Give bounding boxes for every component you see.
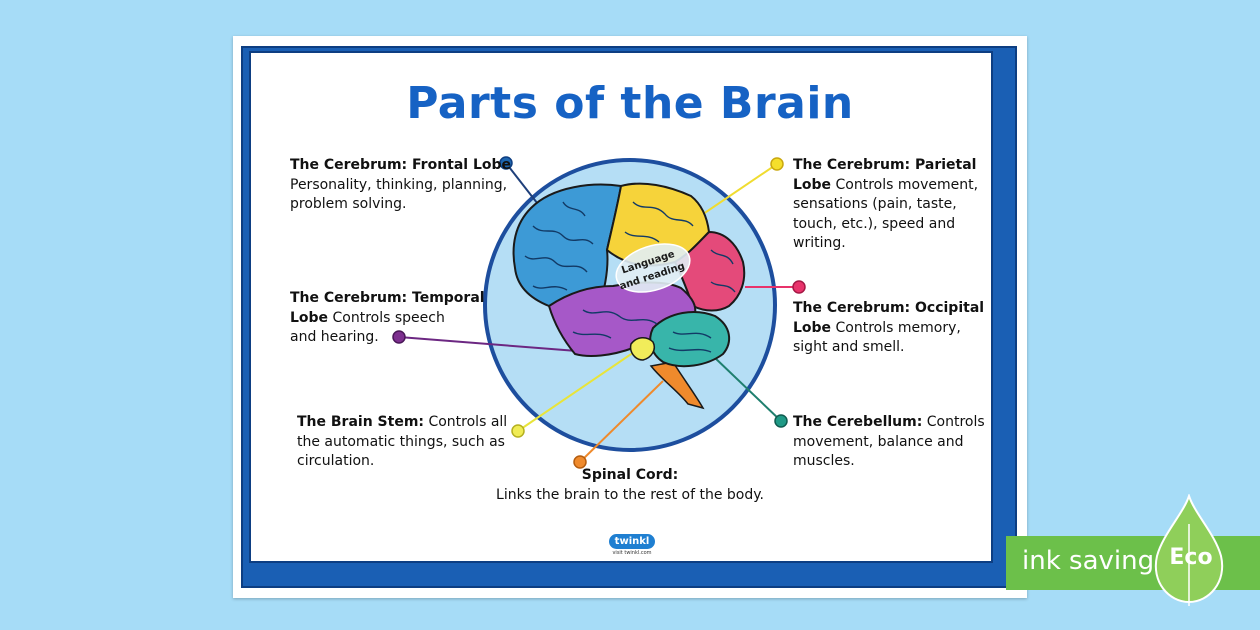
brain-stem-desc-line3: circulation. bbox=[297, 453, 375, 469]
parietal-lobe-heading: The Cerebrum: Parietal bbox=[793, 157, 977, 173]
stem-connector bbox=[517, 345, 644, 432]
spinal-dot bbox=[573, 455, 587, 469]
brain-diagram: Language and reading bbox=[392, 156, 806, 469]
cerebellum-desc-inline: Controls bbox=[922, 414, 985, 430]
parietal-lobe-label: The Cerebrum: Parietal Lobe Controls mov… bbox=[793, 156, 978, 254]
eco-leaf-icon bbox=[1154, 494, 1224, 606]
parietal-lobe-desc-line3: touch, etc.), speed and bbox=[793, 215, 956, 232]
temporal-lobe-heading: The Cerebrum: Temporal bbox=[290, 290, 485, 306]
spinal-connector bbox=[579, 380, 664, 463]
ink-saving-text: ink saving bbox=[1022, 546, 1155, 576]
poster-title: Parts of the Brain bbox=[406, 78, 854, 129]
brain-stem-label: The Brain Stem: Controls all the automat… bbox=[297, 413, 507, 472]
brain-stem-desc-inline: Controls all bbox=[424, 414, 508, 430]
cerebellum-label: The Cerebellum: Controls movement, balan… bbox=[793, 413, 985, 472]
occipital-lobe-desc-inline: Controls memory, bbox=[831, 319, 961, 336]
temporal-connector bbox=[398, 336, 578, 352]
brain-stem-heading: The Brain Stem: bbox=[297, 414, 425, 430]
temporal-lobe-heading-2: Lobe bbox=[290, 309, 329, 326]
frontal-dot bbox=[499, 156, 513, 170]
cerebellum-heading: The Cerebellum: bbox=[793, 414, 923, 430]
parietal-dot bbox=[770, 157, 784, 171]
brain-folds bbox=[524, 201, 736, 353]
cerebellum-dot bbox=[774, 414, 788, 428]
cerebellum-connector bbox=[712, 355, 782, 422]
twinkl-logo-text: twinkl bbox=[608, 534, 656, 549]
twinkl-logo: twinkl visit twinkl.com bbox=[608, 529, 656, 556]
occipital-dot bbox=[792, 280, 806, 294]
parietal-lobe-desc-inline: Controls movement, bbox=[831, 176, 979, 193]
stem-dot bbox=[511, 424, 525, 438]
spinal-cord-shape bbox=[649, 361, 705, 410]
frontal-lobe-heading: The Cerebrum: Frontal Lobe bbox=[290, 157, 512, 173]
language-area-ellipse bbox=[615, 243, 691, 293]
cerebellum-desc-line3: muscles. bbox=[793, 453, 855, 469]
temporal-lobe-label: The Cerebrum: Temporal Lobe Controls spe… bbox=[290, 289, 485, 348]
occipital-lobe-heading-2: Lobe bbox=[793, 319, 832, 336]
twinkl-url: visit twinkl.com bbox=[612, 550, 652, 556]
cerebellum-shape bbox=[649, 311, 731, 368]
cerebellum-desc-line2: movement, balance and bbox=[793, 433, 964, 450]
occipital-lobe-heading: The Cerebrum: Occipital bbox=[793, 300, 985, 316]
temporal-lobe-desc-line2: and hearing. bbox=[290, 329, 379, 345]
frontal-lobe-label: The Cerebrum: Frontal Lobe Personality, … bbox=[290, 156, 511, 215]
brain-stem-desc-line2: the automatic things, such as bbox=[297, 433, 505, 450]
spinal-cord-desc-line1: Links the brain to the rest of the body. bbox=[496, 486, 764, 503]
spinal-cord-label: Spinal Cord: Links the brain to the rest… bbox=[480, 466, 780, 505]
parietal-lobe-desc-line2: sensations (pain, taste, bbox=[793, 196, 957, 212]
occipital-lobe-label: The Cerebrum: Occipital Lobe Controls me… bbox=[793, 299, 984, 358]
eco-label: Eco bbox=[1169, 545, 1213, 570]
parietal-lobe-desc-line4: writing. bbox=[793, 235, 846, 251]
occipital-lobe-desc-line2: sight and smell. bbox=[793, 339, 905, 355]
brain-stem-shape bbox=[629, 337, 655, 361]
poster: Parts of the Brain bbox=[233, 36, 1027, 598]
frontal-lobe-desc-line2: problem solving. bbox=[290, 196, 407, 212]
temporal-lobe-desc-inline: Controls speech bbox=[328, 309, 445, 326]
temporal-dot bbox=[392, 330, 406, 344]
spinal-cord-heading: Spinal Cord: bbox=[581, 467, 679, 483]
frontal-lobe-desc-line1: Personality, thinking, planning, bbox=[290, 176, 508, 193]
parietal-lobe-heading-2: Lobe bbox=[793, 176, 832, 193]
